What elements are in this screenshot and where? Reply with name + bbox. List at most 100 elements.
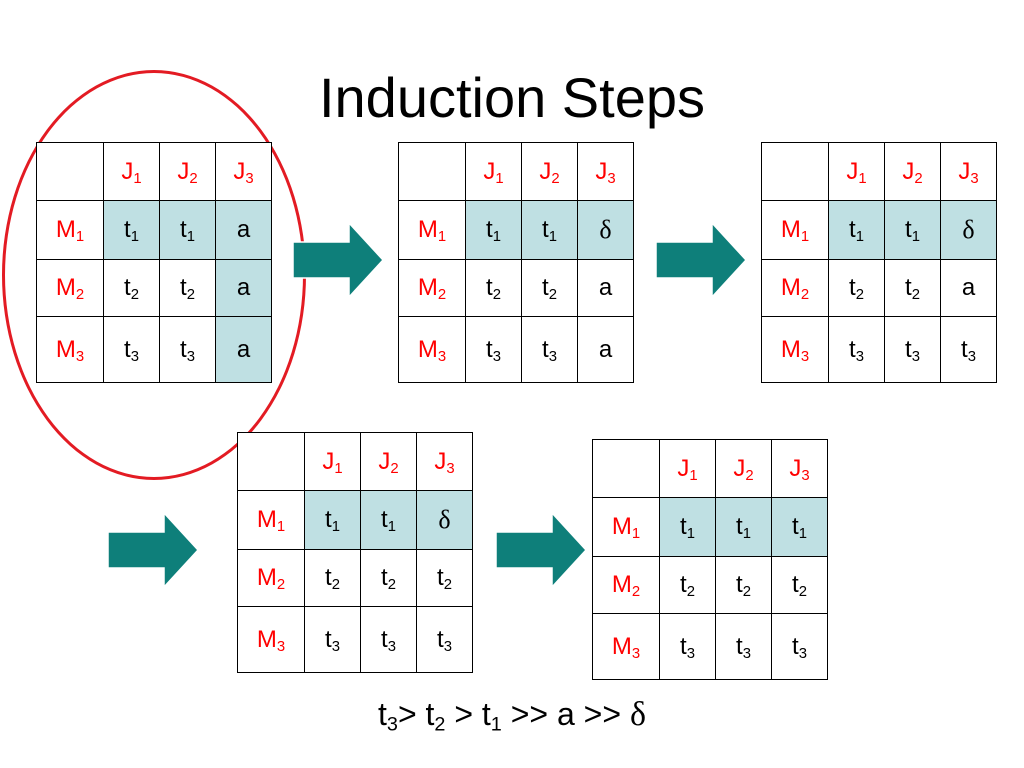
ordering-formula: t3> t2 > t1 >> a >> δ — [0, 690, 1024, 739]
table-cell: δ — [940, 200, 997, 260]
ordering-term: > t1 — [454, 696, 502, 736]
column-header: J3 — [577, 142, 634, 201]
row-header: M1 — [398, 200, 466, 260]
column-header: J2 — [715, 439, 772, 498]
table-cell: t1 — [659, 497, 716, 557]
table-cell: t3 — [771, 613, 828, 680]
corner-cell — [36, 142, 104, 201]
table-cell: t3 — [416, 606, 473, 673]
slide-title: Induction Steps — [318, 66, 706, 129]
arrow-right-icon — [655, 222, 747, 298]
column-header: J3 — [416, 432, 473, 491]
column-header: J2 — [884, 142, 941, 201]
row-header: M1 — [36, 200, 104, 260]
row-header: M2 — [398, 259, 466, 317]
row-header: M2 — [36, 259, 104, 317]
table-cell: a — [215, 316, 272, 383]
row-header: M1 — [237, 490, 305, 550]
table-cell: t3 — [304, 606, 361, 673]
column-header: J1 — [465, 142, 522, 201]
ordering-term: δ — [629, 696, 646, 733]
corner-cell — [761, 142, 829, 201]
table-cell: t2 — [103, 259, 160, 317]
table-cell: a — [577, 259, 634, 317]
column-header: J1 — [304, 432, 361, 491]
column-header: J2 — [159, 142, 216, 201]
row-header: M1 — [761, 200, 829, 260]
row-header: M3 — [36, 316, 104, 383]
table-cell: t1 — [103, 200, 160, 260]
table-cell: δ — [416, 490, 473, 550]
table-cell: a — [577, 316, 634, 383]
table-cell: t2 — [715, 556, 772, 614]
ordering-term: t3 — [378, 696, 398, 736]
table-cell: t3 — [828, 316, 885, 383]
column-header: J2 — [360, 432, 417, 491]
corner-cell — [592, 439, 660, 498]
table-cell: t1 — [715, 497, 772, 557]
table-cell: a — [940, 259, 997, 317]
row-header: M3 — [761, 316, 829, 383]
table-cell: t3 — [465, 316, 522, 383]
row-header: M2 — [237, 549, 305, 607]
ordering-term: > t2 — [397, 696, 446, 736]
column-header: J2 — [521, 142, 578, 201]
table-cell: t3 — [884, 316, 941, 383]
row-header: M3 — [237, 606, 305, 673]
column-header: J3 — [940, 142, 997, 201]
table-cell: t1 — [304, 490, 361, 550]
column-header: J1 — [659, 439, 716, 498]
row-header: M3 — [592, 613, 660, 680]
table-cell: t1 — [159, 200, 216, 260]
table-cell: t3 — [360, 606, 417, 673]
row-header: M1 — [592, 497, 660, 557]
table-cell: t3 — [103, 316, 160, 383]
table-cell: a — [215, 200, 272, 260]
table-cell: t1 — [828, 200, 885, 260]
row-header: M3 — [398, 316, 466, 383]
table-cell: t2 — [159, 259, 216, 317]
table-cell: t2 — [884, 259, 941, 317]
table-cell: t1 — [521, 200, 578, 260]
table-cell: t2 — [304, 549, 361, 607]
table-cell: t2 — [360, 549, 417, 607]
arrow-right-icon — [292, 222, 384, 298]
table-cell: t2 — [465, 259, 522, 317]
table-cell: t2 — [828, 259, 885, 317]
table-cell: t1 — [884, 200, 941, 260]
table-cell: t3 — [659, 613, 716, 680]
table-cell: t2 — [771, 556, 828, 614]
arrow-right-icon — [107, 512, 199, 588]
table-cell: t3 — [940, 316, 997, 383]
column-header: J1 — [828, 142, 885, 201]
table-cell: t3 — [159, 316, 216, 383]
column-header: J1 — [103, 142, 160, 201]
corner-cell — [398, 142, 466, 201]
column-header: J3 — [215, 142, 272, 201]
ordering-term: >> a >> — [510, 696, 630, 732]
table-cell: t3 — [715, 613, 772, 680]
table-cell: t1 — [360, 490, 417, 550]
table-cell: t2 — [416, 549, 473, 607]
row-header: M2 — [761, 259, 829, 317]
